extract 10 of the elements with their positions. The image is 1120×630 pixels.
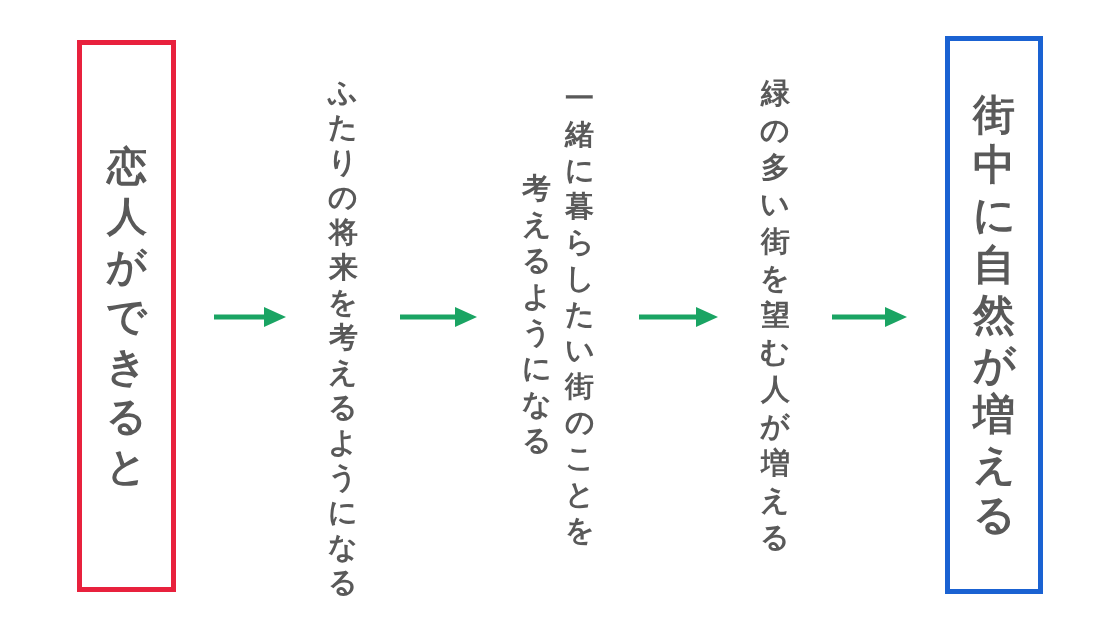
outlined-box xyxy=(77,40,176,592)
box-text: 街中に自然が増える xyxy=(971,90,1018,540)
step-text: ふたりの将来を考えるようになる xyxy=(324,75,362,600)
arrow xyxy=(214,307,286,327)
step-text: 緑の多い街を望む人が増える xyxy=(756,75,794,556)
arrow xyxy=(639,307,718,327)
arrow xyxy=(832,307,907,327)
box-text: 恋人ができると xyxy=(105,142,149,491)
outlined-box xyxy=(945,36,1043,594)
arrow xyxy=(400,307,477,327)
